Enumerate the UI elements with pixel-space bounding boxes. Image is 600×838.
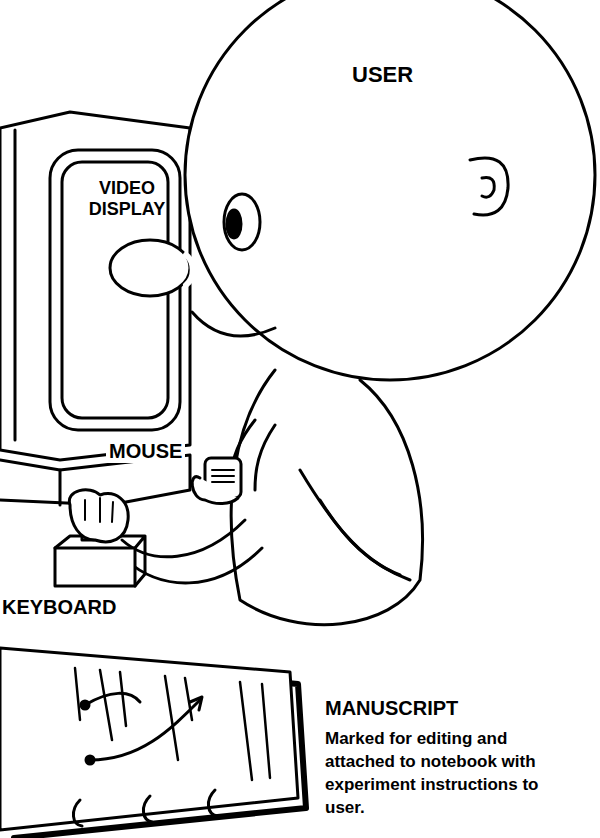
manuscript-caption: Marked for editing and attached to noteb… bbox=[325, 728, 540, 820]
user-label: USER bbox=[352, 62, 413, 87]
manuscript-label: MANUSCRIPT bbox=[325, 697, 458, 720]
video-display-drawing bbox=[0, 112, 190, 505]
user-body bbox=[122, 370, 423, 625]
keyboard-label: KEYBOARD bbox=[2, 596, 116, 619]
manuscript-notebook bbox=[0, 648, 306, 838]
display-label: VIDEO DISPLAY bbox=[78, 178, 176, 219]
mouse-drawing bbox=[192, 458, 241, 504]
mouse-label: MOUSE bbox=[106, 440, 185, 463]
keyboard-drawing bbox=[55, 490, 145, 586]
user-head bbox=[110, 0, 595, 380]
